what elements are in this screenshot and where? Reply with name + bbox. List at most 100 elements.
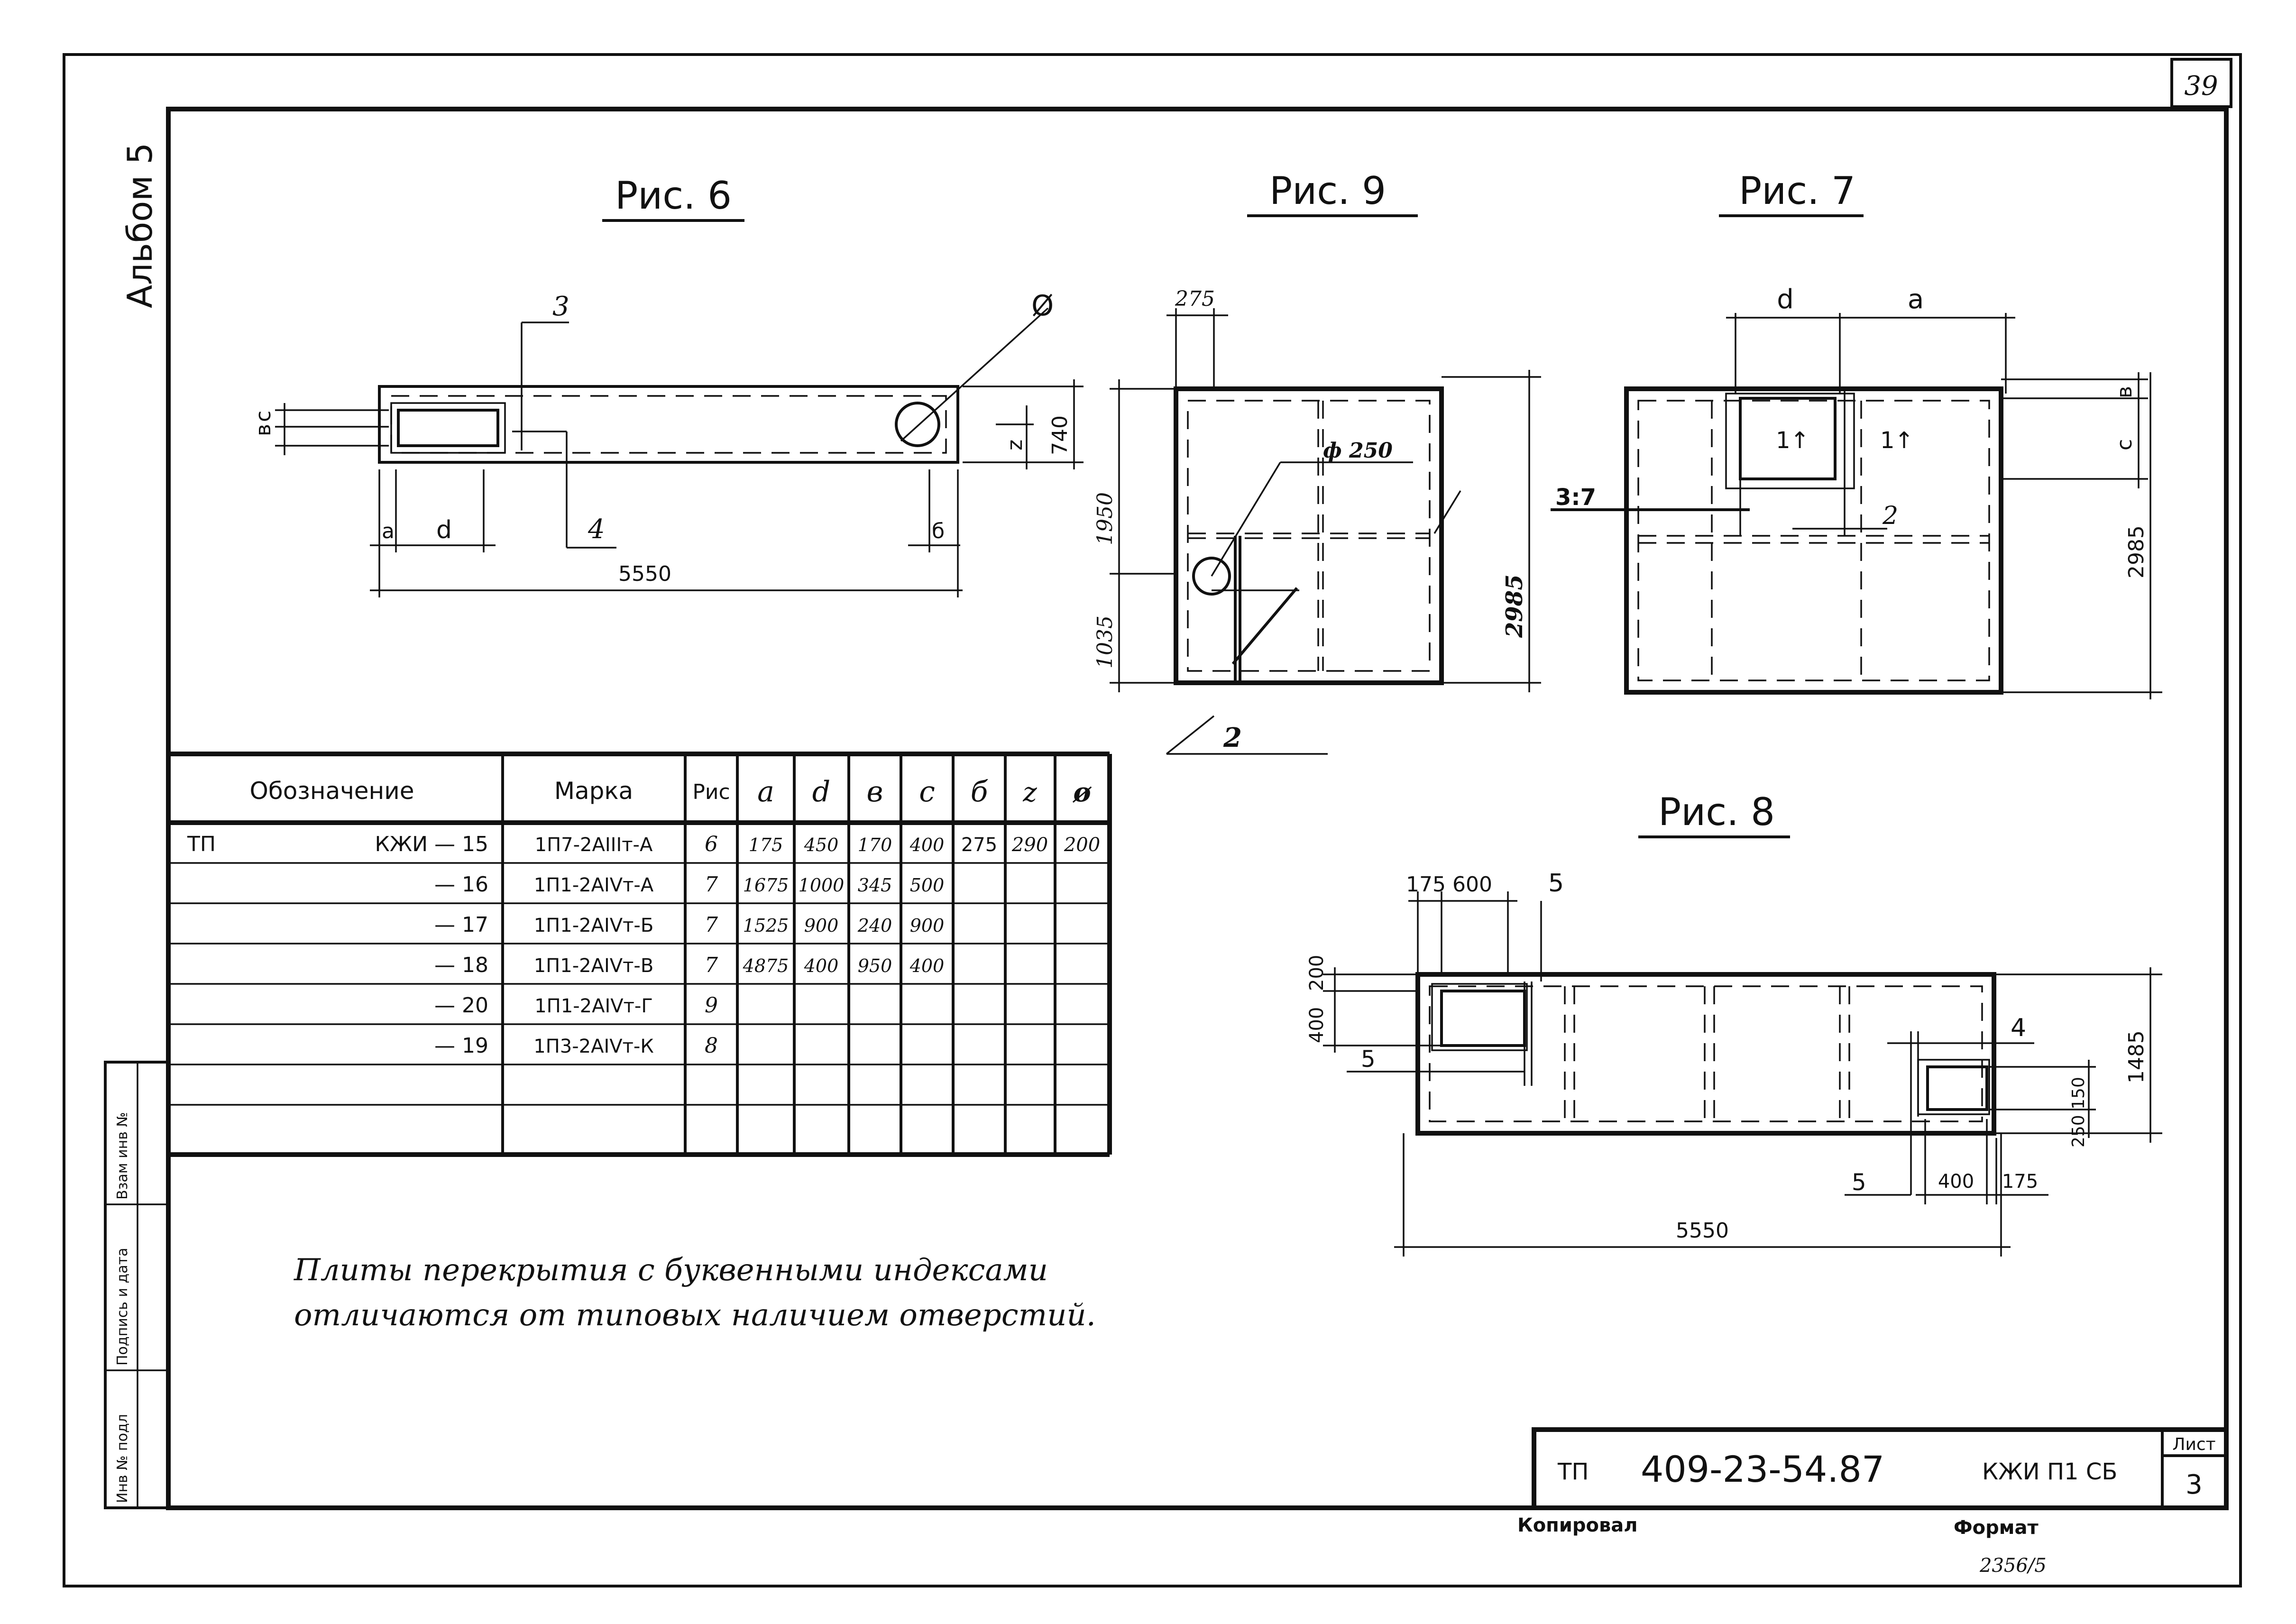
cell-a: 1525 bbox=[743, 915, 789, 936]
fig8-dim-175-600: 175 600 bbox=[1406, 872, 1492, 897]
fig6-label-delta: б bbox=[932, 519, 945, 543]
fig6-label-4: 4 bbox=[588, 514, 605, 545]
cell-ris: 6 bbox=[705, 832, 718, 856]
title-suffix: КЖИ П1 СБ bbox=[1982, 1459, 2117, 1485]
cell-a: 4875 bbox=[743, 955, 789, 976]
cell-marka: 1П1-2АIVт-Г bbox=[534, 995, 653, 1017]
fig9-dim-275: 275 bbox=[1175, 287, 1215, 311]
th-b: б bbox=[971, 775, 988, 808]
fig6-dim-5550: 5550 bbox=[618, 562, 671, 586]
cell-c: 500 bbox=[910, 875, 945, 896]
fig9-dim-1035: 1035 bbox=[1093, 615, 1117, 669]
cell-b: 275 bbox=[961, 834, 997, 856]
fig6-label-b: в bbox=[251, 424, 276, 436]
spec-table bbox=[168, 752, 1112, 1157]
fig7-dim-2985: 2985 bbox=[2124, 525, 2149, 578]
th-phi: ø bbox=[1072, 777, 1092, 808]
fig8-label-5a: 5 bbox=[1548, 869, 1564, 898]
cell-v: 240 bbox=[857, 915, 892, 936]
table-row: — 20 1П1-2АIVт-Г 9 bbox=[434, 993, 718, 1018]
cell-c: 400 bbox=[909, 955, 945, 976]
cell-v: 170 bbox=[858, 835, 892, 855]
cell-ris: 7 bbox=[705, 872, 718, 897]
fig9-callout-2: 2 bbox=[1223, 722, 1242, 753]
fig6: Рис. 6 bbox=[275, 174, 1084, 597]
fig9-phi250: ф 250 bbox=[1323, 439, 1393, 463]
order-number: 2356/5 bbox=[1979, 1555, 2047, 1577]
fig9-title: Рис. 9 bbox=[1269, 169, 1386, 213]
fig8-label-5b: 5 bbox=[1361, 1046, 1376, 1073]
cell-oboz: — 16 bbox=[434, 872, 488, 897]
fig6-label-phi: Ø bbox=[1031, 289, 1054, 322]
list-label: Лист bbox=[2172, 1435, 2215, 1454]
fig7-title: Рис. 7 bbox=[1739, 169, 1855, 213]
cell-ris: 7 bbox=[705, 953, 718, 977]
table-rows: ТП КЖИ — 15 1П7-2АIIIт-А 6 175 450 170 4… bbox=[187, 832, 1100, 1058]
fig6-label-c: с bbox=[251, 411, 276, 422]
fig8-label-4: 4 bbox=[2011, 1014, 2026, 1042]
cell-oboz: КЖИ — 15 bbox=[375, 832, 488, 856]
note-line-1: Плиты перекрытия с буквенными индексами bbox=[294, 1253, 1048, 1288]
fig9-dim-2985: 2985 bbox=[1501, 574, 1528, 638]
cell-a: 175 bbox=[749, 835, 783, 855]
fig8-dim-400: 400 bbox=[1306, 1007, 1328, 1043]
fig7-label-2: 2 bbox=[1882, 502, 1898, 530]
table-row: — 16 1П1-2АIVт-А 7 1675 1000 345 500 bbox=[434, 872, 944, 897]
cell-v: 345 bbox=[858, 875, 892, 896]
fig8-label-5c: 5 bbox=[1852, 1169, 1866, 1196]
list-number: 3 bbox=[2186, 1469, 2203, 1500]
th-ris: Рис bbox=[692, 780, 730, 804]
fig7-label-b: в bbox=[2112, 386, 2137, 398]
side-stamp bbox=[104, 1061, 170, 1509]
page-number: 39 bbox=[2184, 71, 2218, 101]
fig8-dim-175b: 175 bbox=[2002, 1171, 2038, 1193]
fig8-title: Рис. 8 bbox=[1658, 790, 1775, 834]
fig8-dim-200: 200 bbox=[1306, 955, 1328, 991]
cell-marka: 1П1-2АIVт-А bbox=[534, 874, 654, 896]
cell-prefix: ТП bbox=[187, 832, 216, 856]
cell-ris: 9 bbox=[705, 993, 718, 1018]
fig7-label-d: d bbox=[1777, 284, 1794, 315]
cell-v: 950 bbox=[858, 955, 892, 976]
fig7: Рис. 7 bbox=[1551, 169, 2162, 699]
table-row: — 17 1П1-2АIVт-Б 7 1525 900 240 900 bbox=[434, 913, 944, 937]
outer-frame bbox=[63, 53, 2242, 1587]
fig9: Рис. 9 bbox=[1110, 169, 1541, 755]
note-line-2: отличаются от типовых наличием отверстий… bbox=[294, 1298, 1096, 1333]
table-header: Обозначение Марка Рис a d в c б z ø bbox=[250, 775, 1092, 808]
cell-d: 450 bbox=[804, 835, 839, 855]
fig7-label-c: с bbox=[2112, 439, 2137, 450]
cell-oboz: — 18 bbox=[434, 953, 488, 977]
th-c: c bbox=[919, 775, 935, 808]
fig6-label-z: z bbox=[1003, 440, 1027, 450]
table-row: — 19 1П3-2АIVт-К 8 bbox=[434, 1034, 718, 1058]
fig6-title: Рис. 6 bbox=[615, 174, 732, 218]
cell-z: 290 bbox=[1011, 834, 1048, 856]
stamp-inv-podl: Инв № подл bbox=[114, 1414, 131, 1503]
fig6-dim-740: 740 bbox=[1048, 415, 1072, 455]
fig7-label-ref: 3:7 bbox=[1555, 484, 1596, 511]
cell-phi: 200 bbox=[1064, 834, 1100, 856]
cell-d: 400 bbox=[804, 955, 839, 976]
th-marka: Марка bbox=[554, 777, 633, 805]
fig8-dim-400b: 400 bbox=[1938, 1171, 1974, 1193]
cell-c: 400 bbox=[909, 835, 945, 855]
cell-a: 1675 bbox=[743, 875, 789, 896]
cell-marka: 1П3-2АIVт-К bbox=[533, 1036, 654, 1057]
fig8-dim-250-150: 250 150 bbox=[2069, 1077, 2088, 1147]
th-a: a bbox=[757, 775, 774, 808]
fig6-label-3: 3 bbox=[552, 291, 569, 322]
table-row: — 18 1П1-2АIVт-В 7 4875 400 950 400 bbox=[434, 953, 944, 977]
stamp-vzam: Взам инв № bbox=[114, 1112, 131, 1200]
th-oboznachenie: Обозначение bbox=[250, 777, 414, 805]
cell-ris: 7 bbox=[705, 913, 718, 937]
fig6-label-d: d bbox=[436, 516, 452, 544]
th-d: d bbox=[812, 775, 830, 808]
table-row: ТП КЖИ — 15 1П7-2АIIIт-А 6 175 450 170 4… bbox=[187, 832, 1100, 856]
th-z: z bbox=[1022, 777, 1037, 808]
cell-ris: 8 bbox=[705, 1034, 718, 1058]
fig8: Рис. 8 bbox=[1323, 790, 2162, 1257]
title-code: 409-23-54.87 bbox=[1641, 1448, 1884, 1490]
kopiroval-label: Копировал bbox=[1517, 1514, 1638, 1536]
